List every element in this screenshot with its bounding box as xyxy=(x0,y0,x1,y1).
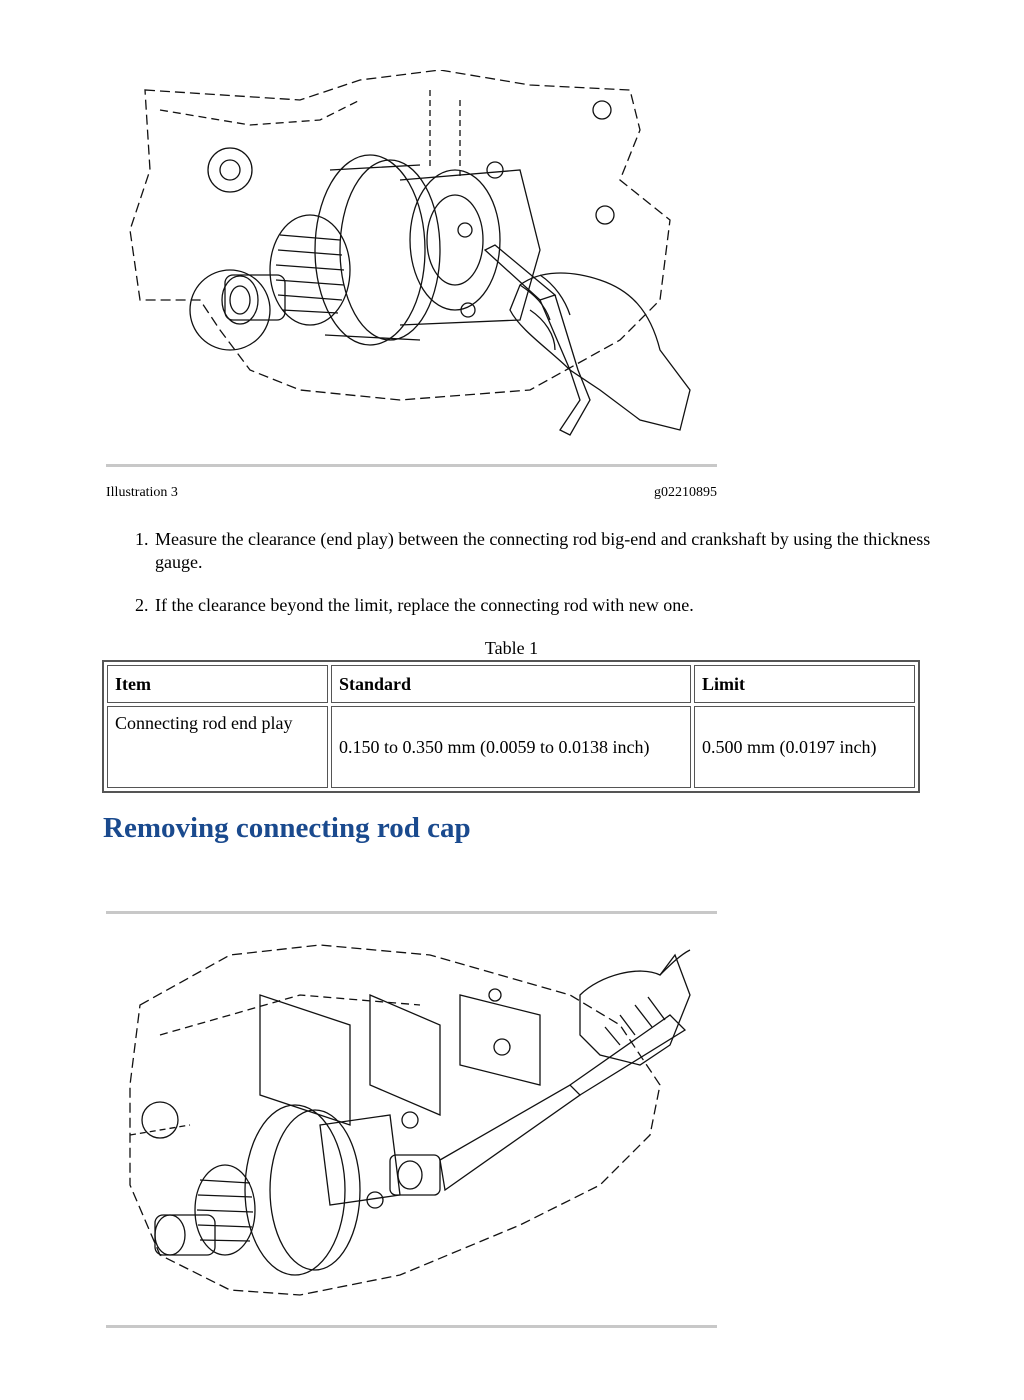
table-caption: Table 1 xyxy=(484,638,539,658)
step-item: Measure the clearance (end play) between… xyxy=(153,528,973,574)
figure-divider xyxy=(106,1325,717,1328)
illustration-remove-rod-cap xyxy=(100,935,716,1315)
cell-item: Connecting rod end play xyxy=(107,706,328,788)
cell-standard: 0.150 to 0.350 mm (0.0059 to 0.0138 inch… xyxy=(331,706,691,788)
figure-divider xyxy=(106,911,717,914)
graphic-id: g02210895 xyxy=(654,485,717,500)
figure-caption: Illustration 3 g02210895 xyxy=(106,485,717,501)
illustration-label: Illustration 3 xyxy=(106,485,178,500)
section-heading: Removing connecting rod cap xyxy=(103,812,471,844)
procedure-steps: Measure the clearance (end play) between… xyxy=(105,528,973,637)
column-header-standard: Standard xyxy=(331,665,691,703)
cell-limit: 0.500 mm (0.0197 inch) xyxy=(694,706,915,788)
illustration-end-play-measurement xyxy=(100,70,716,450)
step-item: If the clearance beyond the limit, repla… xyxy=(153,594,973,617)
figure-divider xyxy=(106,464,717,467)
spec-table: Item Standard Limit Connecting rod end p… xyxy=(102,660,920,793)
table-header-row: Item Standard Limit xyxy=(107,665,915,703)
column-header-item: Item xyxy=(107,665,328,703)
column-header-limit: Limit xyxy=(694,665,915,703)
table-row: Connecting rod end play 0.150 to 0.350 m… xyxy=(107,706,915,788)
